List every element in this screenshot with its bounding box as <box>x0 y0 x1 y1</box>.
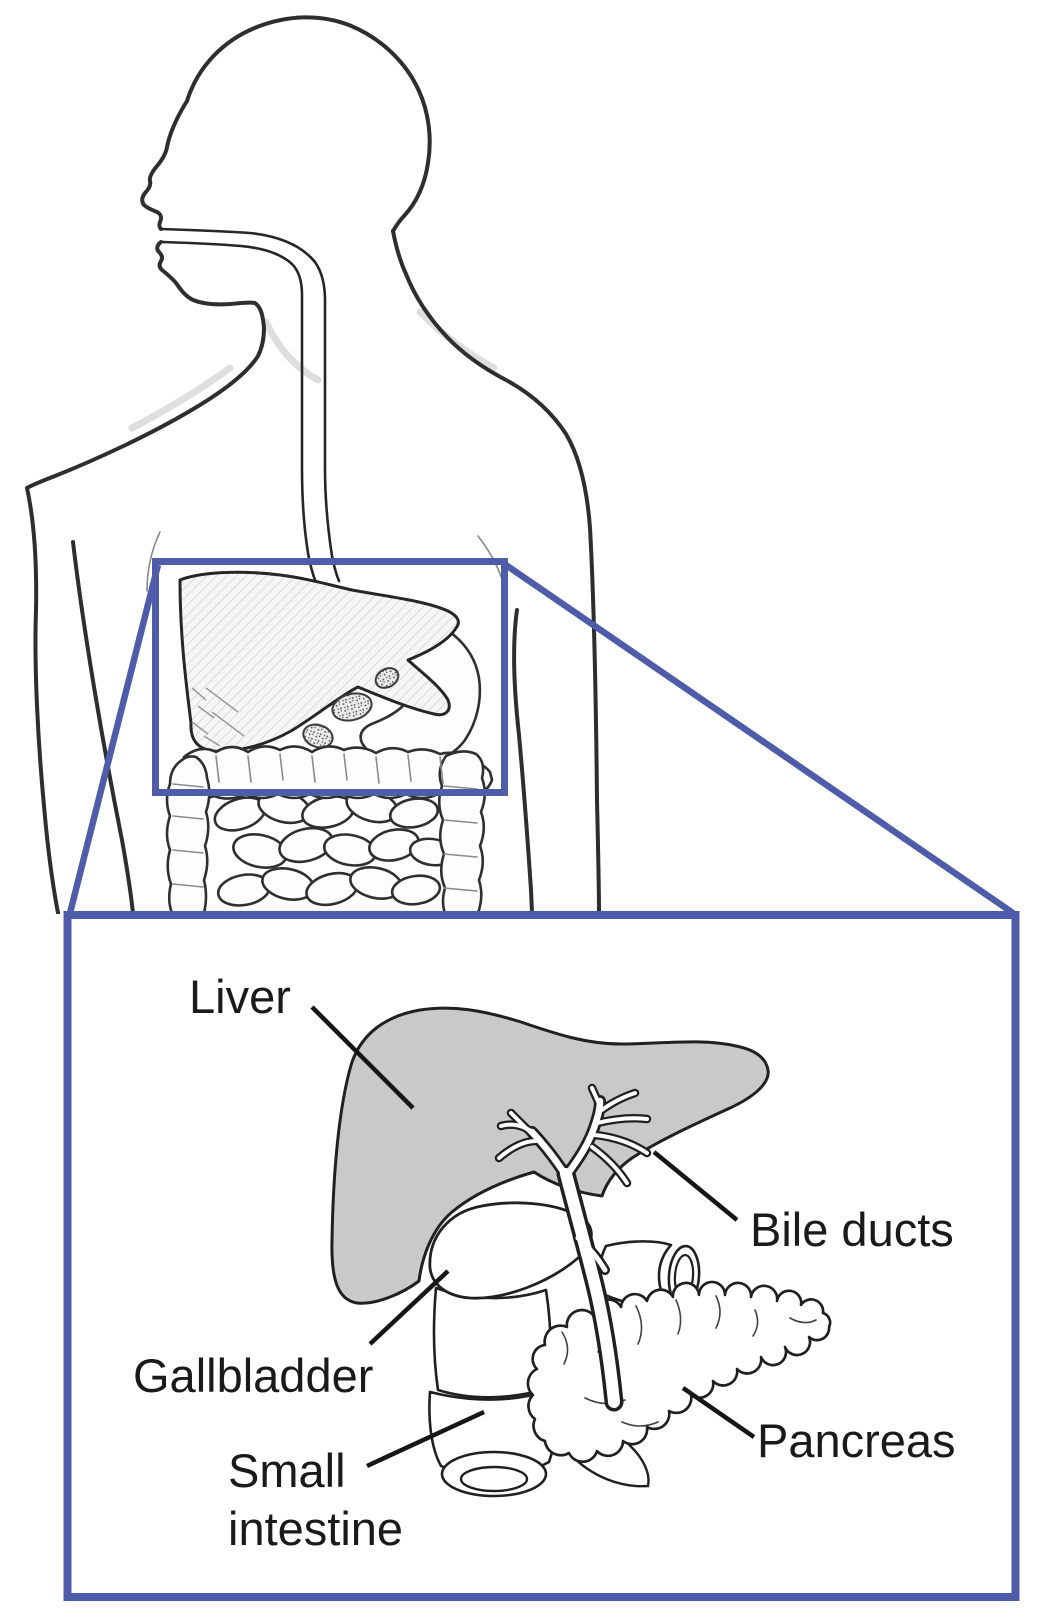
armpit-line-right <box>512 608 534 914</box>
neck-shoulder-right-outline <box>391 229 601 914</box>
face-profile <box>140 99 189 231</box>
label-bile-ducts: Bile ducts <box>750 1203 954 1256</box>
liver-hatch-strokes <box>191 687 245 747</box>
inset-duodenum-cuff <box>428 1388 557 1477</box>
inset-labels: Liver Bile ducts Gallbladder Small intes… <box>133 970 956 1555</box>
label-small-intestine-line2: intestine <box>228 1502 403 1555</box>
leader-lines <box>310 1005 756 1469</box>
leader-liver <box>310 1005 415 1110</box>
armpit-line-left <box>71 540 135 914</box>
label-liver: Liver <box>189 970 291 1023</box>
inset-gallbladder <box>428 1201 593 1300</box>
label-gallbladder: Gallbladder <box>133 1349 373 1402</box>
descending-colon-sketch <box>165 755 211 914</box>
inset-illustration: Liver Bile ducts Gallbladder Small intes… <box>133 970 956 1555</box>
inset-intestine-opening-inner <box>459 1465 529 1493</box>
leader-pancreas <box>681 1386 756 1439</box>
callout-line-left <box>66 564 162 914</box>
callout-line-right <box>501 560 1015 916</box>
leader-bile-ducts <box>652 1150 739 1222</box>
inset-box <box>63 911 1020 1601</box>
colon-creases <box>172 753 478 892</box>
chest-crease-left <box>146 531 161 592</box>
label-pancreas: Pancreas <box>757 1414 956 1467</box>
human-figure <box>25 15 601 914</box>
duodenum-stipple-sketch <box>302 667 400 749</box>
chin-neck-shoulder-left-outline <box>25 240 266 914</box>
leader-gallbladder <box>368 1269 450 1346</box>
small-intestine-coils <box>213 788 456 907</box>
inset-intestine-opening-outer <box>440 1450 548 1498</box>
zoom-source-rect <box>152 558 508 796</box>
esophagus <box>159 227 341 583</box>
leader-small-intestine <box>366 1409 485 1469</box>
head-outline <box>185 15 432 233</box>
label-small-intestine-line1: Small <box>228 1444 346 1497</box>
